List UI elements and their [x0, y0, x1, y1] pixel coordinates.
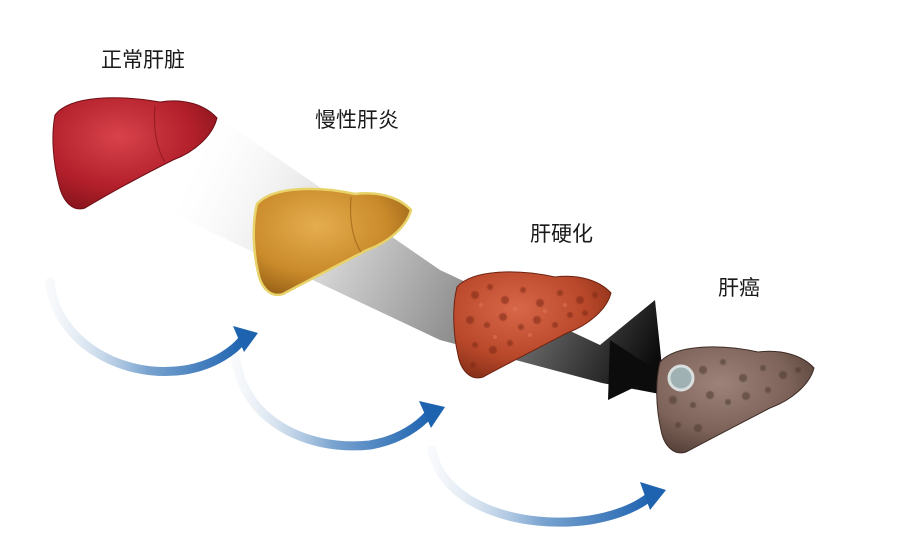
- stage-label-cirrhosis: 肝硬化: [530, 222, 593, 246]
- progression-beam: [175, 115, 665, 395]
- stage-label-liver-cancer: 肝癌: [718, 276, 760, 300]
- liver-hepatitis: [252, 187, 413, 297]
- progression-arrowhead: [608, 340, 662, 400]
- blue-arrow-2: [231, 353, 445, 451]
- tumor-spot: [667, 364, 695, 392]
- liver-cancer: [656, 346, 815, 454]
- blue-arrow-3: [427, 445, 666, 527]
- liver-cirrhosis: [453, 271, 612, 379]
- liver-normal: [52, 97, 218, 210]
- blue-arrow-1: [45, 277, 258, 376]
- stage-label-chronic-hepatitis: 慢性肝炎: [315, 108, 399, 132]
- stage-label-normal-liver: 正常肝脏: [101, 48, 185, 72]
